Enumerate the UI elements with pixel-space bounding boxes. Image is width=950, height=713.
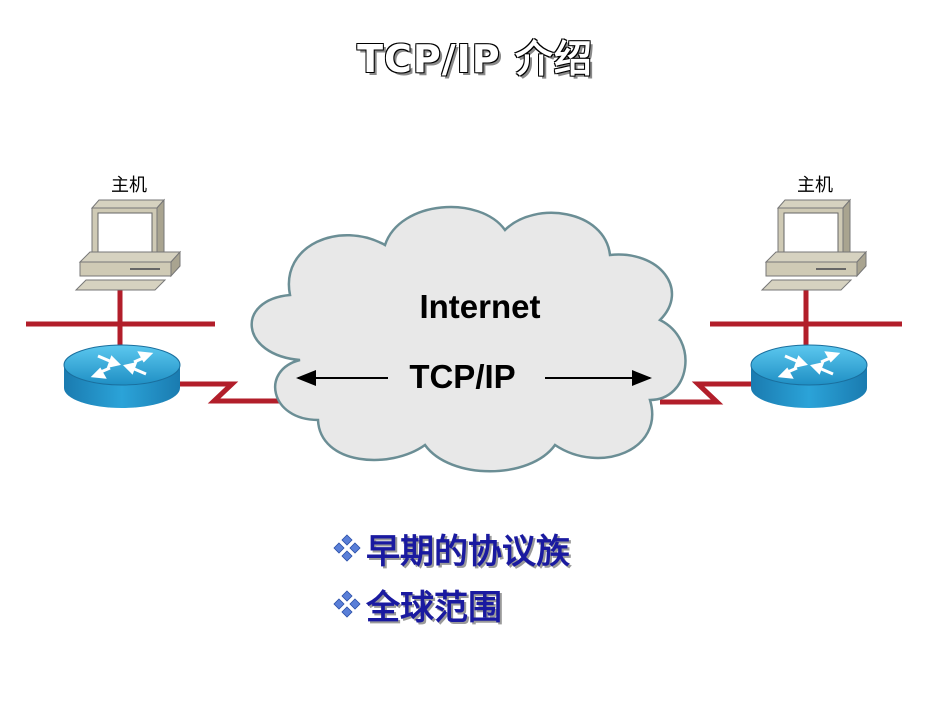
internet-cloud — [250, 205, 687, 473]
cloud-label-internet: Internet — [419, 288, 541, 325]
diamond-bullet-icon — [333, 534, 361, 562]
host-label-left: 主机 — [111, 175, 147, 196]
router-icon — [750, 344, 868, 408]
computer-icon — [760, 198, 868, 291]
lan-segment-right — [710, 290, 902, 350]
host-label-right: 主机 — [797, 175, 833, 196]
bullet-text: 全球范围 — [366, 587, 502, 628]
diamond-bullet-icon — [333, 590, 361, 618]
cloud-label-protocol: TCP/IP — [409, 358, 516, 395]
router-icon — [63, 344, 181, 408]
bullet-text: 早期的协议族 — [366, 531, 570, 572]
page-title: TCP/IP 介绍 — [357, 37, 593, 81]
wan-link-right — [660, 381, 758, 405]
computer-icon — [74, 198, 182, 291]
bullet-item: 全球范围 — [330, 576, 570, 632]
bullet-list: 早期的协议族 全球范围 — [330, 520, 570, 632]
lan-segment-left — [26, 290, 215, 350]
bullet-item: 早期的协议族 — [330, 520, 570, 576]
wan-link-left — [178, 381, 280, 404]
